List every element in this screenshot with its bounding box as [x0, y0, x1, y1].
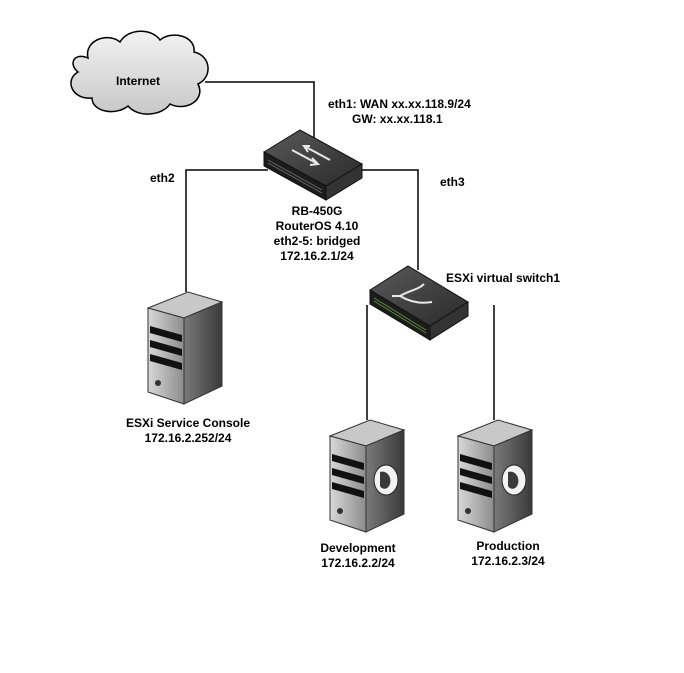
switch-icon: [369, 265, 469, 341]
link-eth2: [185, 169, 268, 292]
router-os: RouterOS 4.10: [276, 219, 359, 233]
vswitch-label: ESXi virtual switch1: [446, 271, 560, 285]
link-internet-router: [205, 81, 315, 140]
router-ip: 172.16.2.1/24: [280, 249, 354, 263]
cloud-icon: [70, 30, 209, 115]
router-icon: [263, 129, 363, 201]
connections: [185, 81, 495, 420]
linux-server-icon: [456, 419, 534, 533]
router-label: RB-450G RouterOS 4.10 eth2-5: bridged 17…: [274, 204, 361, 263]
eth1-gateway-label: GW: xx.xx.118.1: [352, 112, 443, 126]
server-icon: [146, 291, 224, 405]
production-name: Production: [476, 539, 539, 553]
eth2-label: eth2: [150, 171, 175, 185]
internet-label: Internet: [116, 74, 160, 88]
development-name: Development: [320, 541, 395, 555]
linux-server-icon: [328, 419, 406, 533]
eth1-wan-label: eth1: WAN xx.xx.118.9/24: [328, 97, 471, 111]
eth3-label: eth3: [440, 175, 465, 189]
console-ip: 172.16.2.252/24: [145, 431, 232, 445]
console-name: ESXi Service Console: [126, 416, 250, 430]
router-model: RB-450G: [292, 204, 343, 218]
production-ip: 172.16.2.3/24: [471, 554, 545, 568]
development-ip: 172.16.2.2/24: [321, 556, 395, 570]
link-eth3: [360, 169, 419, 270]
router-bridge: eth2-5: bridged: [274, 234, 361, 248]
